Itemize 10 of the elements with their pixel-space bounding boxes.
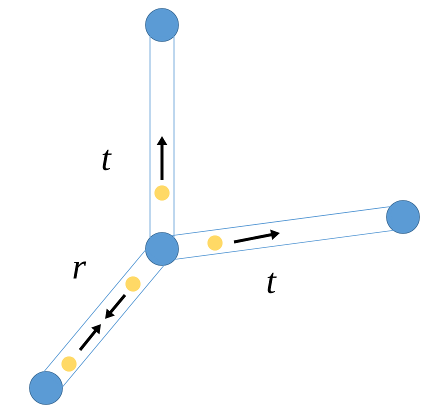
branch-label: t [102, 150, 112, 170]
junction-circle [386, 200, 420, 234]
junction-circle [29, 371, 63, 405]
junction-circle [145, 8, 179, 42]
tube [150, 36, 174, 238]
branch-label: r [73, 262, 86, 278]
tube [171, 206, 394, 260]
junction-circle [145, 232, 179, 266]
branch-label: t [268, 272, 277, 294]
tube [44, 250, 164, 388]
